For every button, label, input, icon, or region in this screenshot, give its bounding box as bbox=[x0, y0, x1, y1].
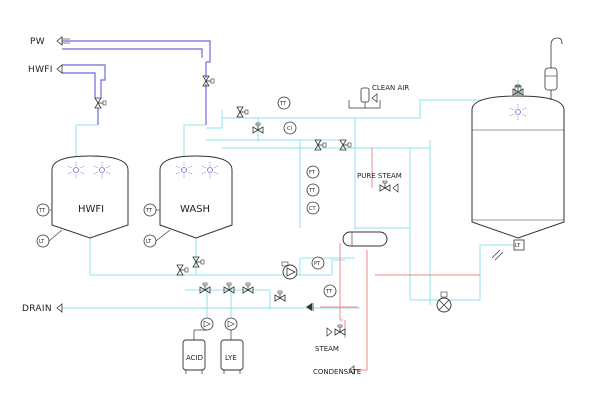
lye-tank[interactable] bbox=[220, 330, 244, 374]
tt-mid-label: TT bbox=[308, 188, 316, 194]
pw-header-pipe bbox=[62, 40, 211, 125]
pure-steam-label: PURE STEAM bbox=[357, 172, 402, 180]
acid-tank[interactable] bbox=[182, 329, 207, 374]
condensate-label: CONDENSATE bbox=[313, 368, 361, 376]
sample-valve-icon[interactable] bbox=[491, 249, 504, 261]
ci-label: CI bbox=[287, 126, 292, 132]
tt-top-instrument[interactable] bbox=[277, 96, 291, 110]
hwfi-tank[interactable] bbox=[51, 155, 129, 239]
vessel-lt-label: LT bbox=[515, 243, 521, 249]
cip-supply-piping bbox=[62, 80, 521, 318]
wash-lt-instrument[interactable] bbox=[143, 229, 171, 248]
ct-instrument[interactable] bbox=[306, 201, 320, 215]
drain-label: DRAIN bbox=[22, 304, 52, 314]
tt-top-label: TT bbox=[279, 101, 287, 107]
check-valve-icon bbox=[306, 303, 314, 311]
chem-valve-2[interactable] bbox=[223, 282, 235, 294]
hwfi-label: HWFI bbox=[28, 65, 53, 75]
clean-air-arrow bbox=[371, 93, 378, 103]
tt-return-instrument[interactable] bbox=[323, 284, 337, 298]
vessel-lt-instrument[interactable] bbox=[513, 239, 525, 251]
hwfi-inlet-arrow bbox=[56, 64, 63, 74]
wash-tt-instrument[interactable] bbox=[143, 203, 160, 217]
clean-air-label: CLEAN AIR bbox=[372, 84, 409, 92]
chem-valve-3[interactable] bbox=[242, 282, 254, 294]
acid-label: ACID bbox=[186, 354, 203, 362]
pw-inlet-valve[interactable] bbox=[202, 75, 215, 87]
top-line-valve[interactable] bbox=[236, 106, 249, 118]
steam-valve[interactable] bbox=[334, 324, 346, 336]
steam-label: STEAM bbox=[315, 345, 339, 353]
cip-pump[interactable] bbox=[281, 261, 298, 280]
hwfi-lt-instrument[interactable] bbox=[36, 229, 63, 248]
pw-inlet-arrow bbox=[56, 36, 70, 46]
pure-steam-arrow bbox=[392, 183, 399, 193]
hwfi-tank-label: HWFI bbox=[78, 204, 104, 215]
ci-instrument[interactable] bbox=[283, 121, 297, 135]
hwfi-tt-instrument[interactable] bbox=[36, 203, 52, 217]
wash-tank[interactable] bbox=[159, 155, 233, 239]
tt-mid-instrument[interactable] bbox=[306, 183, 320, 197]
steam-inlet-arrow bbox=[326, 327, 333, 337]
lye-label: LYE bbox=[225, 354, 237, 362]
lye-pump[interactable] bbox=[224, 317, 238, 331]
return-pump[interactable] bbox=[436, 291, 452, 313]
pt-label: PT bbox=[314, 261, 321, 267]
drain-outlet-arrow bbox=[56, 303, 63, 313]
condensate-outlet-arrow bbox=[348, 365, 355, 375]
wash-tt-label: TT bbox=[145, 208, 153, 214]
wash-tank-label: WASH bbox=[180, 204, 210, 215]
process-vessel[interactable] bbox=[471, 85, 565, 239]
vessel-filter-icon bbox=[544, 37, 563, 100]
hwfi-inlet-valve[interactable] bbox=[94, 97, 107, 109]
hwfi-lt-label: LT bbox=[39, 239, 45, 245]
drain-valve[interactable] bbox=[274, 290, 286, 302]
hwfi-bottom-valve[interactable] bbox=[176, 264, 189, 276]
acid-pump[interactable] bbox=[200, 317, 214, 331]
ct-label: CT bbox=[309, 206, 316, 212]
tt-return-label: TT bbox=[325, 289, 333, 295]
chem-valve-1[interactable] bbox=[199, 282, 211, 294]
clean-air-filter[interactable] bbox=[348, 87, 381, 109]
pw-label: PW bbox=[30, 37, 45, 47]
pure-steam-valve[interactable] bbox=[379, 180, 391, 192]
hwfi-tt-label: TT bbox=[38, 208, 46, 214]
heat-exchanger[interactable] bbox=[342, 231, 388, 247]
ft-instrument[interactable] bbox=[306, 165, 320, 179]
pt-instrument[interactable] bbox=[311, 256, 325, 270]
wash-bottom-valve[interactable] bbox=[192, 256, 205, 268]
hwfi-header-pipe bbox=[62, 64, 106, 125]
wash-lt-label: LT bbox=[146, 239, 152, 245]
steam-piping bbox=[320, 148, 480, 371]
ft-label: FT bbox=[309, 170, 316, 176]
